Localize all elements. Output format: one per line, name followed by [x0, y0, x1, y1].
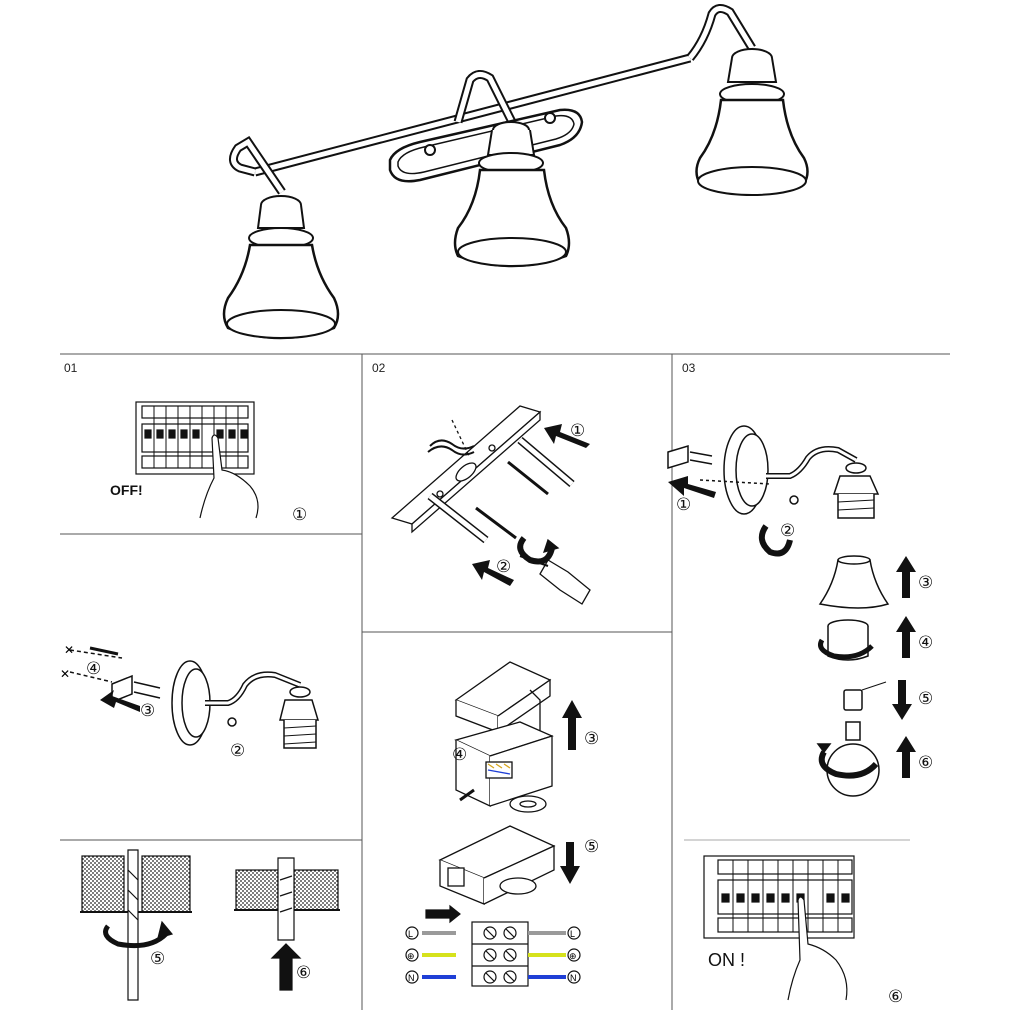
step-3-assembly-marker: ③ [918, 573, 933, 593]
lamp-disassembly [69, 646, 320, 749]
wiring-diagram [425, 904, 529, 987]
panel-label-01: 01 [64, 361, 78, 375]
arrow-1-assembly [668, 476, 716, 498]
drill-wall [80, 849, 192, 1001]
fixture-illustration [222, 4, 809, 340]
terminal-e-right: ⊕ [569, 952, 577, 962]
step-2-mount-marker: ② [496, 557, 511, 577]
off-label: OFF! [110, 482, 143, 498]
step-4-box-marker: ④ [452, 745, 467, 765]
step-5-marker: ⑤ [150, 949, 165, 969]
bulb-piece [816, 721, 880, 797]
terminal-n-left: N [408, 973, 415, 983]
lamp-assembly [667, 425, 880, 557]
terminal-e-left: ⊕ [407, 952, 415, 962]
wire-lines [422, 931, 566, 979]
x-mark-1: ✕ [64, 643, 74, 657]
middle-shade [453, 121, 571, 268]
step-6-assembly-marker: ⑥ [918, 753, 933, 773]
terminal-l-right: L [570, 929, 575, 939]
arrow-3-left [100, 690, 140, 712]
junction-box-closed [438, 825, 556, 905]
step-5-assembly-marker: ⑤ [918, 689, 933, 709]
arrow-2-mount [472, 560, 514, 586]
breaker-panel-on [703, 855, 855, 1001]
terminal-l-left: L [408, 929, 413, 939]
mounting-plate [390, 405, 591, 605]
right-shade [695, 48, 809, 196]
step-5-close-marker: ⑤ [584, 837, 599, 857]
arrow-1-mount [544, 424, 590, 448]
arrow-5-close [560, 842, 580, 884]
left-shade [222, 195, 340, 340]
step-1-assembly-marker: ① [676, 495, 691, 515]
terminal-symbols [405, 926, 581, 984]
step-1-marker: ① [292, 505, 307, 525]
cap-piece [843, 681, 887, 711]
shade-piece [818, 555, 890, 609]
arrow-3-lid [562, 700, 582, 750]
step-3-marker: ③ [140, 701, 155, 721]
arrow-5-down [892, 680, 912, 720]
ring-piece [818, 619, 874, 661]
step-2-marker: ② [230, 741, 245, 761]
wall-plug [234, 857, 340, 991]
x-mark-2: ✕ [60, 667, 70, 681]
step-6-on-marker: ⑥ [888, 987, 903, 1007]
arrow-3-up [896, 556, 916, 598]
step-1-mount-marker: ① [570, 421, 585, 441]
step-2-assembly-marker: ② [780, 521, 795, 541]
step-4-marker: ④ [86, 659, 101, 679]
terminal-n-right: N [570, 973, 577, 983]
junction-box [454, 661, 554, 813]
arrow-4-up [896, 616, 916, 658]
on-label: ON ! [708, 950, 745, 970]
step-4-assembly-marker: ④ [918, 633, 933, 653]
arrow-6-up [896, 736, 916, 778]
panel-label-02: 02 [372, 361, 386, 375]
panel-label-03: 03 [682, 361, 696, 375]
step-6-marker: ⑥ [296, 963, 311, 983]
step-3-lid-marker: ③ [584, 729, 599, 749]
breaker-panel-off [135, 401, 259, 519]
